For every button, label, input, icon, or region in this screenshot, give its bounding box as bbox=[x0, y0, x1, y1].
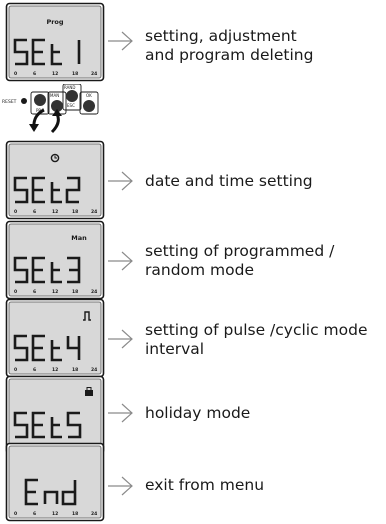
prog-indicator: Prog bbox=[46, 18, 63, 26]
svg-text:18: 18 bbox=[72, 289, 78, 295]
svg-text:12: 12 bbox=[52, 289, 58, 295]
svg-text:6: 6 bbox=[33, 511, 36, 517]
arrow-icon bbox=[108, 251, 133, 271]
svg-text:0: 0 bbox=[14, 367, 17, 373]
svg-text:6: 6 bbox=[33, 209, 36, 215]
svg-text:6: 6 bbox=[33, 71, 36, 77]
man-button[interactable] bbox=[51, 100, 63, 112]
svg-text:24: 24 bbox=[91, 209, 97, 215]
svg-text:OK: OK bbox=[86, 93, 92, 98]
arrow-icon bbox=[108, 403, 133, 423]
arrow-icon bbox=[108, 31, 133, 51]
lcd-display-set3: Man 0 6 12 18 24 bbox=[5, 220, 105, 300]
svg-text:0: 0 bbox=[14, 511, 17, 517]
step-description-set3: setting of programmed / random mode bbox=[145, 242, 335, 279]
lcd-display-end: 0 6 12 18 24 bbox=[5, 442, 105, 522]
ok-button[interactable] bbox=[83, 100, 95, 112]
svg-text:12: 12 bbox=[52, 209, 58, 215]
segment-text-set5 bbox=[13, 411, 82, 439]
svg-text:0: 0 bbox=[14, 209, 17, 215]
svg-text:24: 24 bbox=[91, 71, 97, 77]
svg-text:18: 18 bbox=[72, 367, 78, 373]
reset-label: RESET bbox=[2, 99, 17, 105]
press-arrow-icon bbox=[50, 113, 60, 134]
time-scale: 0 6 12 18 24 bbox=[14, 71, 97, 77]
button-panel: RESET PRG MAN RAND ESC OK bbox=[0, 83, 110, 138]
svg-text:12: 12 bbox=[52, 367, 58, 373]
svg-text:6: 6 bbox=[33, 289, 36, 295]
svg-text:MAN: MAN bbox=[50, 93, 59, 98]
prg-button[interactable] bbox=[34, 94, 46, 106]
arrow-icon bbox=[108, 476, 133, 496]
arrow-icon bbox=[108, 171, 133, 191]
svg-text:24: 24 bbox=[91, 367, 97, 373]
man-indicator: Man bbox=[71, 234, 87, 242]
svg-text:24: 24 bbox=[91, 289, 97, 295]
time-scale: 0 6 12 18 24 bbox=[14, 209, 97, 215]
svg-text:12: 12 bbox=[52, 71, 58, 77]
svg-text:RAND: RAND bbox=[64, 85, 75, 90]
time-scale: 0 6 12 18 24 bbox=[14, 367, 97, 373]
clock-icon bbox=[50, 153, 60, 163]
pulse-icon bbox=[83, 311, 91, 321]
step-description-set1: setting, adjustment and program deleting bbox=[145, 27, 314, 64]
step-description-set5: holiday mode bbox=[145, 404, 251, 422]
svg-text:0: 0 bbox=[14, 71, 17, 77]
lcd-display-set1: Prog 0 6 12 18 24 bbox=[5, 2, 105, 82]
svg-text:12: 12 bbox=[52, 511, 58, 517]
svg-text:24: 24 bbox=[91, 511, 97, 517]
svg-text:6: 6 bbox=[33, 367, 36, 373]
time-scale: 0 6 12 18 24 bbox=[14, 511, 97, 517]
reset-button[interactable] bbox=[21, 98, 27, 104]
svg-text:18: 18 bbox=[72, 209, 78, 215]
suitcase-icon bbox=[85, 387, 93, 396]
segment-text-set2 bbox=[13, 176, 81, 204]
svg-text:18: 18 bbox=[72, 511, 78, 517]
step-description-end: exit from menu bbox=[145, 476, 265, 494]
time-scale: 0 6 12 18 24 bbox=[14, 289, 97, 295]
segment-text-end bbox=[24, 478, 77, 506]
rand-button[interactable] bbox=[66, 90, 78, 102]
lcd-display-set2: 0 6 12 18 24 bbox=[5, 140, 105, 220]
svg-text:ESC: ESC bbox=[67, 103, 75, 108]
svg-text:18: 18 bbox=[72, 71, 78, 77]
svg-text:PRG: PRG bbox=[36, 108, 44, 113]
arrow-icon bbox=[108, 329, 133, 349]
segment-text-set4 bbox=[13, 334, 81, 362]
lcd-display-set4: 0 6 12 18 24 bbox=[5, 298, 105, 378]
svg-text:0: 0 bbox=[14, 289, 17, 295]
segment-text-set3 bbox=[13, 256, 81, 284]
step-description-set2: date and time setting bbox=[145, 172, 313, 190]
segment-text-set1 bbox=[13, 38, 81, 66]
step-description-set4: setting of pulse /cyclic mode interval bbox=[145, 321, 368, 358]
